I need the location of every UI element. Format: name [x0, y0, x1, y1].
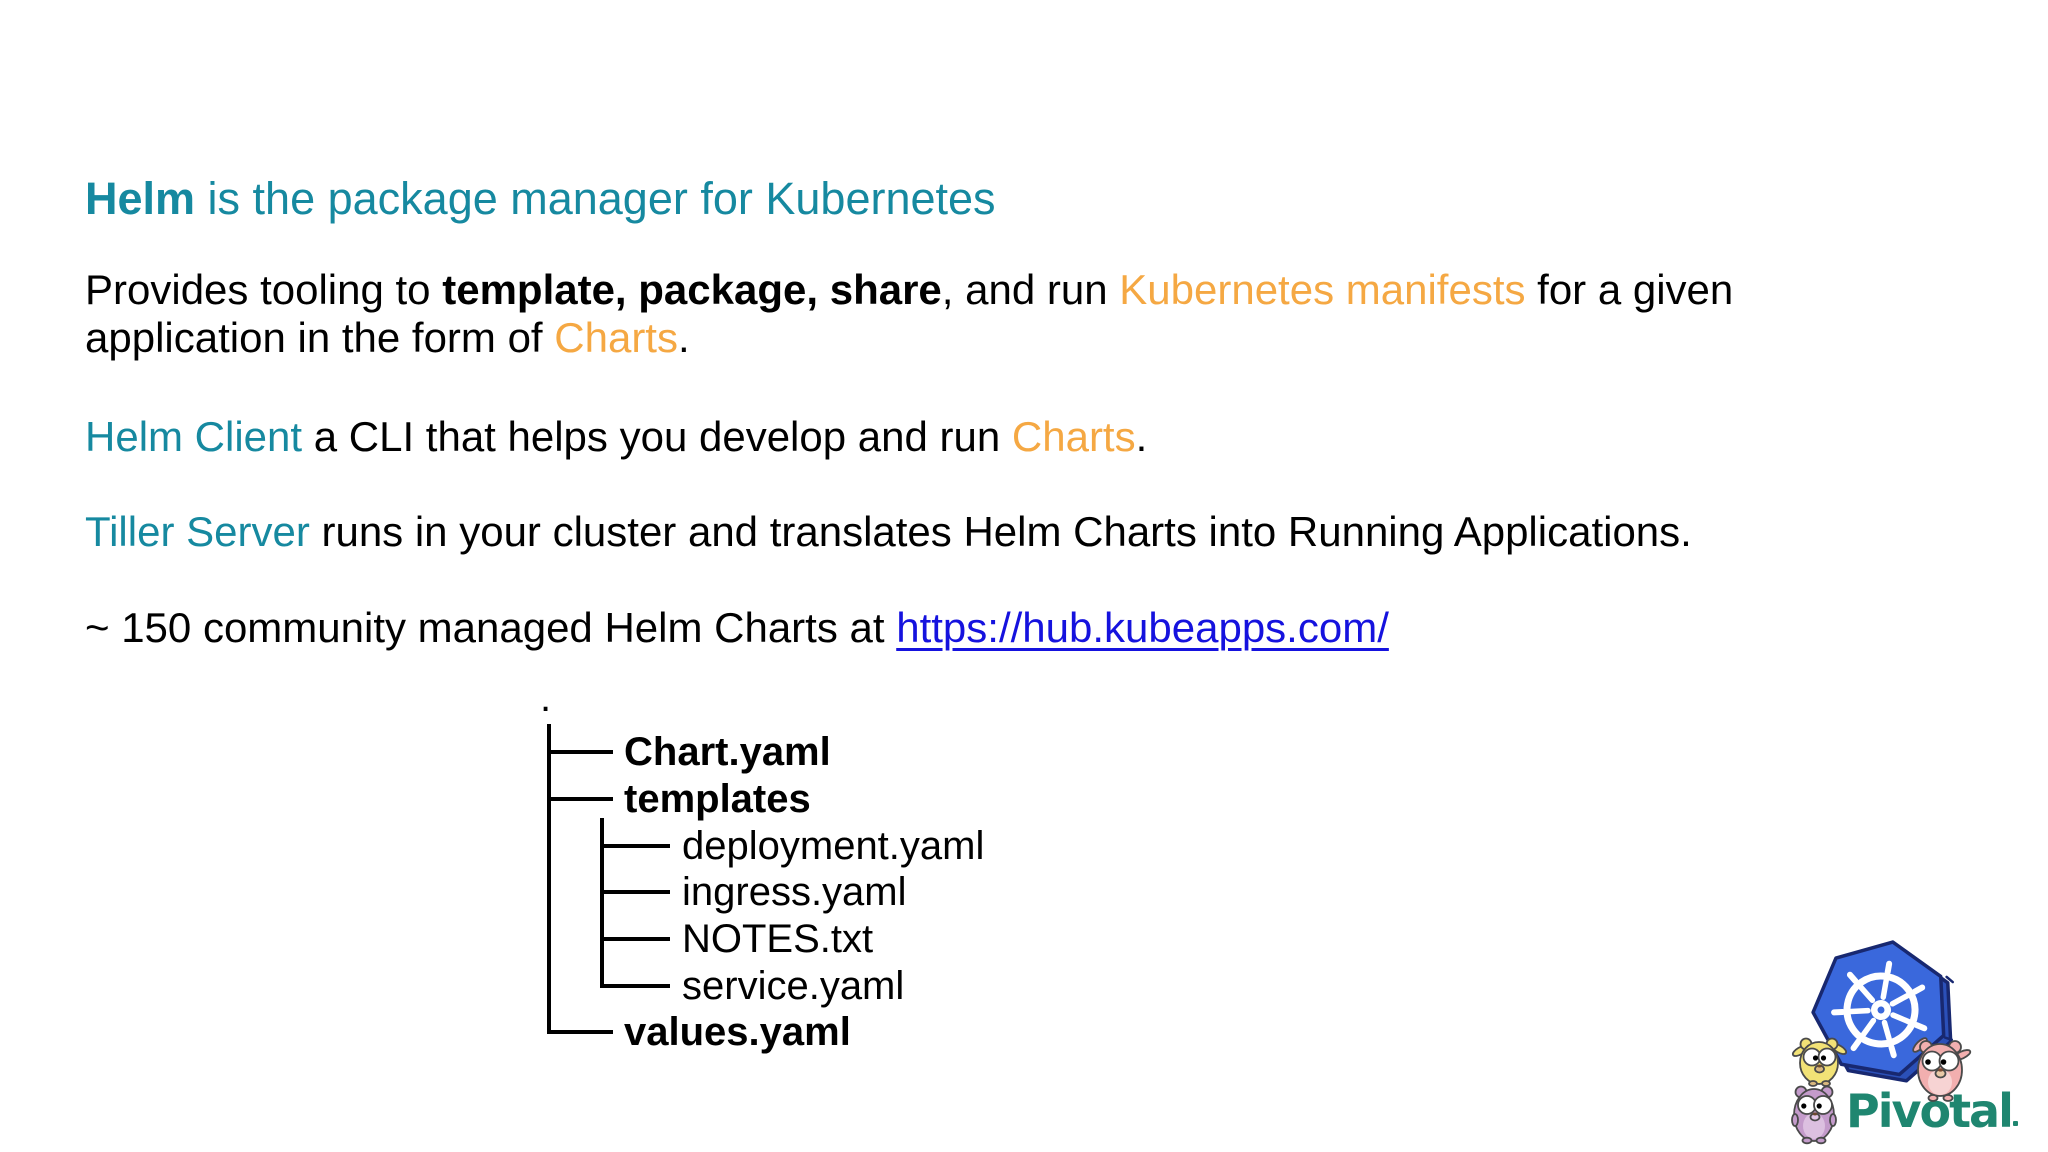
tooling-bold: template, package, share — [442, 266, 942, 313]
tree-item-deployment-yaml: deployment.yaml — [682, 824, 985, 868]
tree-line-branch-service — [600, 984, 670, 988]
tree-line-branch-values — [547, 1030, 613, 1034]
tiller-server-term: Tiller Server — [85, 508, 310, 555]
gopher-purple-icon — [1791, 1085, 1837, 1145]
page-title: Helm is the package manager for Kubernet… — [85, 172, 996, 226]
helm-client-period: . — [1135, 413, 1148, 460]
tree-root-dot: . — [540, 676, 552, 720]
tooling-text-4: application in the form of — [85, 314, 555, 361]
title-highlight: Helm — [85, 173, 196, 224]
tree-line-branch-ingress — [600, 890, 670, 894]
tree-item-values-yaml: values.yaml — [624, 1010, 851, 1054]
tree-line-branch-chart — [547, 750, 613, 754]
paragraph-helm-client: Helm Client a CLI that helps you develop… — [85, 413, 1865, 461]
helm-client-term: Helm Client — [85, 413, 303, 460]
tree-line-branch-notes — [600, 937, 670, 941]
tooling-text-2: , and run — [941, 266, 1120, 313]
tree-item-templates: templates — [624, 777, 811, 821]
tree-line-vertical-sub — [600, 818, 604, 988]
tree-line-branch-deployment — [600, 844, 670, 848]
gopher-yellow-icon — [1791, 1037, 1848, 1087]
tooling-charts: Charts — [554, 314, 678, 361]
file-tree: . Chart.yaml templates deployment.yaml i… — [540, 676, 1180, 1080]
tree-item-service-yaml: service.yaml — [682, 964, 905, 1008]
tree-item-notes-txt: NOTES.txt — [682, 917, 874, 961]
pivotal-trademark-dot — [2013, 1121, 2018, 1126]
tooling-period: . — [677, 314, 690, 361]
community-text: ~ 150 community managed Helm Charts at — [85, 604, 897, 651]
tree-line-branch-templates — [547, 797, 613, 801]
helm-client-charts: Charts — [1011, 413, 1136, 460]
tiller-server-text: runs in your cluster and translates Helm… — [309, 508, 1692, 555]
helm-client-text: a CLI that helps you develop and run — [302, 413, 1012, 460]
tree-line-vertical-main — [547, 724, 551, 1034]
kubeapps-link[interactable]: https://hub.kubeapps.com/ — [896, 604, 1389, 651]
pivotal-kubernetes-logo: Pivotal — [1791, 940, 2018, 1145]
gopher-pink-icon — [1912, 1037, 1972, 1102]
paragraph-tooling: Provides tooling to template, package, s… — [85, 266, 1865, 362]
paragraph-tiller-server: Tiller Server runs in your cluster and t… — [85, 508, 1865, 556]
tooling-kubernetes-manifests: Kubernetes manifests — [1119, 266, 1526, 313]
tree-item-chart-yaml: Chart.yaml — [624, 730, 831, 774]
paragraph-community: ~ 150 community managed Helm Charts at h… — [85, 604, 1865, 652]
helm-wheel-icon — [1831, 960, 1928, 1059]
tree-item-ingress-yaml: ingress.yaml — [682, 870, 907, 914]
tooling-text-3: for a given — [1525, 266, 1734, 313]
tooling-text-1: Provides tooling to — [85, 266, 443, 313]
title-rest: is the package manager for Kubernetes — [195, 173, 996, 224]
